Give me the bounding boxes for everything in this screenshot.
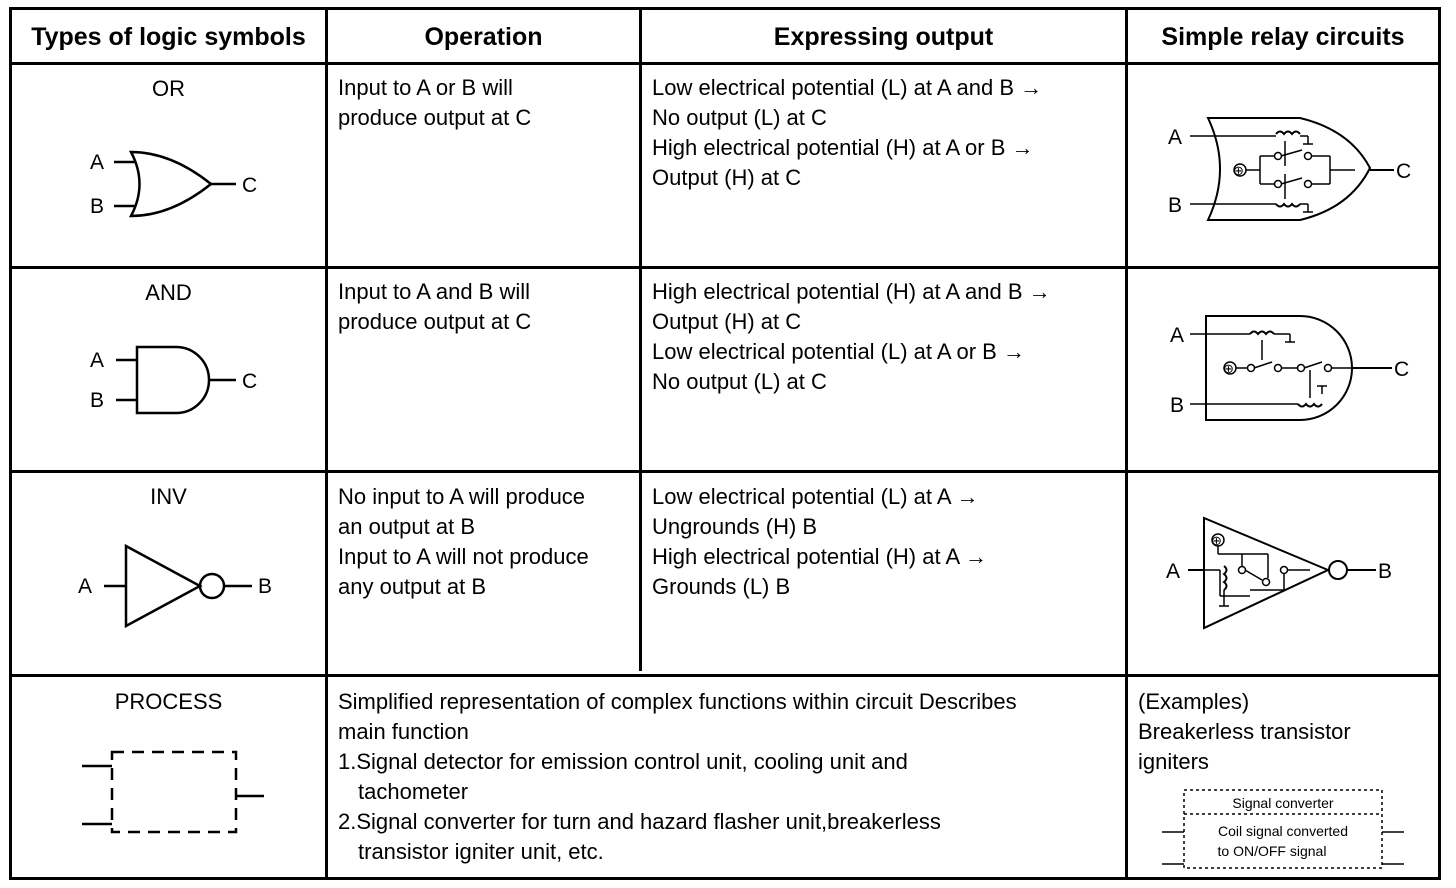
process-examples-line: Breakerless transistor — [1138, 719, 1351, 744]
header-types-of-logic-symbols: Types of logic symbols — [31, 23, 306, 51]
and-output: High electrical potential (H) at A and B… — [652, 277, 1051, 397]
and-operation-line: produce output at C — [338, 309, 532, 334]
signal-converter-diagram: Signal converter Coil signal converted t… — [1162, 789, 1404, 869]
and-symbol-label-c: C — [242, 370, 257, 393]
inv-operation-line: Input to A will not produce — [338, 544, 589, 569]
process-description-line: Simplified representation of complex fun… — [338, 689, 1017, 714]
and-operation-line: Input to A and B will — [338, 279, 531, 304]
inverter-gate-icon: A B — [78, 543, 272, 629]
column-divider-1 — [325, 10, 328, 877]
process-examples-line: igniters — [1138, 749, 1209, 774]
inv-relay-label-b: B — [1378, 560, 1392, 583]
and-symbol-label-b: B — [90, 389, 104, 412]
or-symbol-label-a: A — [90, 151, 104, 174]
inv-output: Low electrical potential (L) at A → Ungr… — [652, 482, 987, 602]
or-operation: Input to A or B will produce output at C — [338, 73, 531, 133]
inv-operation-line: an output at B — [338, 514, 475, 539]
or-relay-plus-symbol: ⊕ — [1233, 163, 1244, 178]
inverter-relay-circuit-icon: ⊕ A B — [1166, 516, 1392, 630]
inv-output-line: High electrical potential (H) at A → — [652, 544, 988, 569]
row-divider-3 — [12, 674, 1438, 677]
or-relay-circuit-icon: ⊕ A B C — [1168, 117, 1411, 221]
or-operation-line: produce output at C — [338, 105, 532, 130]
and-output-line: High electrical potential (H) at A and B… — [652, 279, 1051, 304]
or-relay-label-b: B — [1168, 194, 1182, 217]
and-relay-label-c: C — [1394, 358, 1409, 381]
process-item-2: 2.Signal converter for turn and hazard f… — [338, 809, 941, 834]
column-divider-3 — [1125, 10, 1128, 877]
or-output: Low electrical potential (L) at A and B … — [652, 73, 1042, 193]
inv-operation: No input to A will produce an output at … — [338, 482, 589, 602]
process-description-line: main function — [338, 719, 469, 744]
or-relay-label-c: C — [1396, 160, 1411, 183]
inv-output-line: Low electrical potential (L) at A → — [652, 484, 979, 509]
inv-symbol-label-a: A — [78, 575, 92, 598]
process-description: Simplified representation of complex fun… — [338, 687, 1017, 867]
process-item-1: 1.Signal detector for emission control u… — [338, 749, 908, 774]
process-box-icon — [82, 750, 264, 834]
inv-operation-line: any output at B — [338, 574, 486, 599]
signal-converter-title: Signal converter — [1232, 795, 1334, 811]
and-output-line: Low electrical potential (L) at A or B → — [652, 339, 1025, 364]
logic-symbols-table: Types of logic symbols Operation Express… — [9, 7, 1441, 880]
or-output-line: No output (L) at C — [652, 105, 827, 130]
and-relay-label-a: A — [1170, 324, 1184, 347]
and-operation: Input to A and B will produce output at … — [338, 277, 531, 337]
and-gate-icon: A B C — [90, 345, 257, 415]
row-divider-2 — [12, 470, 1438, 473]
process-title: PROCESS — [114, 689, 223, 714]
and-output-line: No output (L) at C — [652, 369, 827, 394]
signal-converter-line-1: Coil signal converted — [1218, 823, 1348, 839]
inv-relay-plus-symbol: ⊕ — [1211, 533, 1222, 548]
column-divider-2 — [639, 10, 642, 671]
inv-output-line: Ungrounds (H) B — [652, 514, 818, 539]
and-title: AND — [145, 280, 192, 305]
and-output-line: Output (H) at C — [652, 309, 802, 334]
or-title: OR — [152, 76, 185, 101]
header-operation: Operation — [424, 23, 543, 51]
and-relay-circuit-icon: ⊕ A B C — [1170, 315, 1409, 421]
row-divider-header — [12, 62, 1438, 65]
inv-operation-line: No input to A will produce — [338, 484, 586, 509]
inv-symbol-label-b: B — [258, 575, 272, 598]
inv-title: INV — [150, 484, 187, 509]
signal-converter-line-2: to ON/OFF signal — [1218, 843, 1327, 859]
or-gate-icon: A B C — [90, 150, 257, 218]
header-simple-relay-circuits: Simple relay circuits — [1161, 23, 1405, 51]
and-relay-plus-symbol: ⊕ — [1223, 361, 1234, 376]
process-item-1-continued: tachometer — [358, 779, 469, 804]
header-expressing-output: Expressing output — [773, 23, 994, 51]
inv-output-line: Grounds (L) B — [652, 574, 791, 599]
or-output-line: Output (H) at C — [652, 165, 802, 190]
or-output-line: High electrical potential (H) at A or B … — [652, 135, 1034, 160]
row-divider-1 — [12, 266, 1438, 269]
or-operation-line: Input to A or B will — [338, 75, 513, 100]
inv-relay-label-a: A — [1166, 560, 1180, 583]
or-symbol-label-b: B — [90, 195, 104, 218]
process-examples-line: (Examples) — [1138, 689, 1250, 714]
or-relay-label-a: A — [1168, 126, 1182, 149]
process-examples: (Examples) Breakerless transistor ignite… — [1138, 687, 1351, 777]
or-symbol-label-c: C — [242, 174, 257, 197]
and-symbol-label-a: A — [90, 349, 104, 372]
or-output-line: Low electrical potential (L) at A and B … — [652, 75, 1043, 100]
process-item-2-continued: transistor igniter unit, etc. — [358, 839, 604, 864]
and-relay-label-b: B — [1170, 394, 1184, 417]
